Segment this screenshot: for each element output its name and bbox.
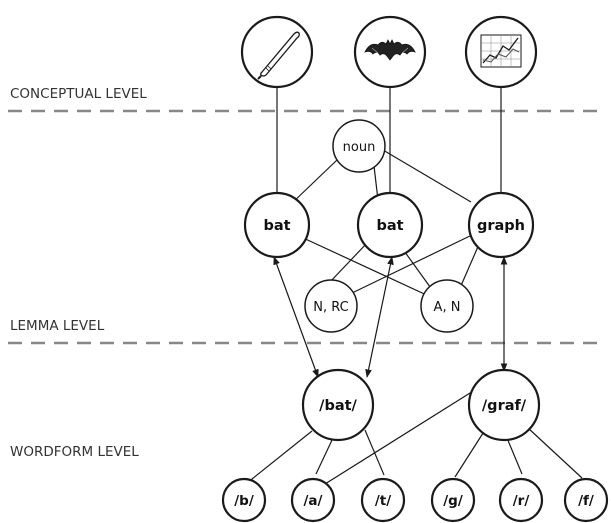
phoneme-label: /a/	[304, 493, 323, 509]
lemma-node: bat	[356, 191, 424, 259]
wordform-phoneme-edge	[454, 429, 486, 478]
feature-node-n-rc: N, RC	[304, 279, 358, 333]
noun-lemma-edge	[373, 165, 379, 201]
concept-node	[240, 15, 314, 89]
noun-lemma-edge	[289, 159, 338, 206]
lemma-feature-edge	[328, 241, 369, 284]
wordform-phoneme-edge	[324, 387, 479, 485]
lemma-node: graph	[467, 191, 535, 259]
baseball-bat-icon	[257, 31, 300, 80]
lemma-label: graph	[477, 218, 525, 234]
wordform-phoneme-edge	[315, 437, 334, 475]
feature-node-a-n: A, N	[420, 279, 474, 333]
wordform-label: /graf/	[482, 398, 527, 414]
phoneme-node: /a/	[290, 477, 336, 523]
a-n-label: A, N	[434, 300, 461, 315]
noun-lemma-edge	[382, 149, 472, 203]
phoneme-node: /f/	[563, 477, 609, 523]
lemma-feature-edge	[401, 247, 434, 292]
lemma-wordform-arrow	[365, 256, 394, 378]
bat-animal-icon	[364, 39, 416, 61]
concept-node	[464, 15, 538, 89]
phoneme-label: /f/	[578, 493, 594, 509]
lemma-node: bat	[243, 191, 311, 259]
noun-node: noun	[332, 119, 386, 173]
lemma-wordform-arrow	[273, 256, 319, 378]
wordform-phoneme-edge	[527, 427, 583, 479]
wordform-phoneme-edge	[246, 430, 313, 484]
phoneme-label: /b/	[234, 493, 254, 509]
phoneme-node: /r/	[498, 477, 544, 523]
lemma-level-label: LEMMA LEVEL	[10, 318, 105, 334]
wordform-label: /bat/	[319, 398, 357, 414]
wordform-phoneme-edge	[506, 437, 523, 475]
phoneme-node: /g/	[430, 477, 476, 523]
lemma-label: bat	[263, 218, 290, 234]
phoneme-node: /b/	[221, 477, 267, 523]
wordform-node: /graf/	[467, 368, 541, 442]
n-rc-label: N, RC	[313, 300, 348, 315]
line-graph-icon	[480, 34, 522, 68]
wordform-level-label: WORDFORM LEVEL	[10, 444, 139, 460]
lemma-feature-edge	[459, 241, 481, 289]
noun-label: noun	[343, 140, 376, 155]
phoneme-label: /t/	[375, 493, 391, 509]
phoneme-label: /r/	[513, 493, 530, 509]
phoneme-node: /t/	[360, 477, 406, 523]
phoneme-label: /g/	[443, 493, 463, 509]
concept-node	[353, 15, 427, 89]
lemma-label: bat	[376, 218, 403, 234]
conceptual-level-label: CONCEPTUAL LEVEL	[10, 86, 147, 102]
wordform-node: /bat/	[301, 368, 375, 442]
